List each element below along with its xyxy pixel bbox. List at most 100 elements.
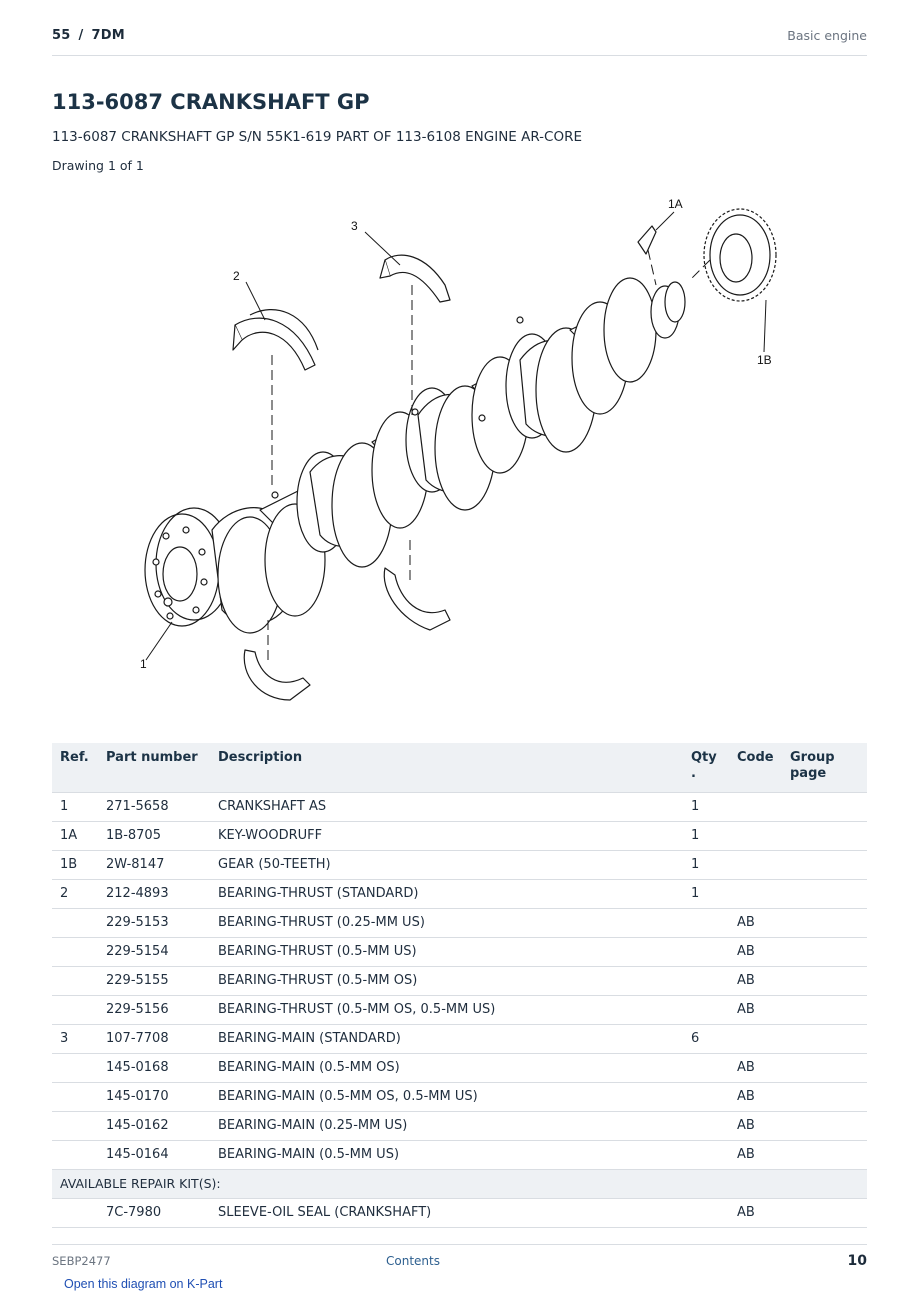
cell-code: AB (729, 966, 782, 996)
cell-qty (683, 1053, 729, 1083)
cell-code: AB (729, 1111, 782, 1141)
cell-description: BEARING-THRUST (STANDARD) (210, 879, 683, 909)
header-part-number: Part number (98, 743, 210, 792)
cell-code: AB (729, 937, 782, 967)
cell-code: AB (729, 908, 782, 938)
cell-group-page (782, 1082, 867, 1112)
cell-group-page (782, 1053, 867, 1083)
callout-1: 1 (140, 657, 147, 671)
callout-2: 2 (233, 269, 240, 283)
cell-description: BEARING-THRUST (0.5-MM US) (210, 937, 683, 967)
cell-ref: 1A (52, 821, 98, 851)
repair-kit-heading: AVAILABLE REPAIR KIT(S): (52, 1169, 867, 1199)
cell-description: KEY-WOODRUFF (210, 821, 683, 851)
crankshaft-flange (144, 507, 233, 627)
cell-part-number: 145-0170 (98, 1082, 210, 1112)
cell-part-number: 145-0168 (98, 1053, 210, 1083)
cell-qty: 1 (683, 791, 729, 822)
cell-code (729, 850, 782, 880)
cell-part-number: 229-5153 (98, 908, 210, 938)
cell-description: BEARING-MAIN (0.5-MM US) (210, 1140, 683, 1170)
cell-ref (52, 1198, 98, 1228)
cell-code: AB (729, 995, 782, 1025)
cell-description: BEARING-MAIN (0.5-MM OS, 0.5-MM US) (210, 1082, 683, 1112)
woodruff-key (637, 225, 657, 255)
cell-qty (683, 1198, 729, 1228)
cell-group-page (782, 995, 867, 1025)
crankshaft-drawing: 1 1A 1B 2 3 (140, 197, 777, 701)
cell-ref: 2 (52, 879, 98, 909)
header-description: Description (210, 743, 683, 792)
cell-group-page (782, 821, 867, 851)
cell-part-number: 271-5658 (98, 791, 210, 822)
breadcrumb-separator: / (78, 28, 84, 43)
cell-ref (52, 966, 98, 996)
header-group-page: Group page (782, 743, 867, 792)
crankshaft-body (211, 277, 686, 634)
cell-description: BEARING-THRUST (0.5-MM OS, 0.5-MM US) (210, 995, 683, 1025)
cell-part-number: 145-0164 (98, 1140, 210, 1170)
cell-part-number: 229-5156 (98, 995, 210, 1025)
page-number: 10 (847, 1253, 867, 1269)
cell-ref (52, 1140, 98, 1170)
cell-group-page (782, 937, 867, 967)
gear-50-teeth (703, 208, 777, 302)
cell-ref: 3 (52, 1024, 98, 1054)
cell-part-number: 107-7708 (98, 1024, 210, 1054)
cell-part-number: 229-5154 (98, 937, 210, 967)
cell-ref: 1B (52, 850, 98, 880)
cell-description: GEAR (50-TEETH) (210, 850, 683, 880)
cell-description: BEARING-THRUST (0.5-MM OS) (210, 966, 683, 996)
page-footer: SEBP2477 Contents 10 (52, 1244, 867, 1274)
cell-qty (683, 995, 729, 1025)
cell-description: BEARING-MAIN (STANDARD) (210, 1024, 683, 1054)
cell-part-number: 212-4893 (98, 879, 210, 909)
cell-group-page (782, 966, 867, 996)
drawing-count: Drawing 1 of 1 (52, 158, 144, 173)
thrust-bearing (232, 309, 319, 371)
main-bearing-shells (243, 254, 451, 701)
header-ref: Ref. (52, 743, 98, 792)
callout-1b: 1B (757, 353, 772, 367)
cell-code (729, 879, 782, 909)
cell-description: BEARING-THRUST (0.25-MM US) (210, 908, 683, 938)
cell-code: AB (729, 1082, 782, 1112)
cell-part-number: 7C-7980 (98, 1198, 210, 1228)
cell-group-page (782, 1024, 867, 1054)
page-header: 55/7DM Basic engine (52, 28, 867, 56)
cell-group-page (782, 1198, 867, 1228)
cell-qty (683, 1111, 729, 1141)
cell-group-page (782, 1111, 867, 1141)
breadcrumb-page-ref: 55 (52, 28, 71, 43)
document-id: SEBP2477 (52, 1254, 111, 1268)
cell-ref (52, 1082, 98, 1112)
cell-qty: 6 (683, 1024, 729, 1054)
contents-link[interactable]: Contents (386, 1254, 440, 1268)
cell-part-number: 2W-8147 (98, 850, 210, 880)
cell-description: BEARING-MAIN (0.5-MM OS) (210, 1053, 683, 1083)
cell-qty: 1 (683, 821, 729, 851)
repair-kit-heading-row: AVAILABLE REPAIR KIT(S): (52, 1169, 867, 1199)
cell-code: AB (729, 1053, 782, 1083)
header-code: Code (729, 743, 782, 792)
open-in-kpart-link[interactable]: Open this diagram on K-Part (64, 1277, 223, 1291)
section-label: Basic engine (787, 28, 867, 43)
cell-group-page (782, 791, 867, 822)
header-qty: Qty . (683, 743, 729, 792)
page-subtitle: 113-6087 CRANKSHAFT GP S/N 55K1-619 PART… (52, 129, 583, 145)
page-title: 113-6087 CRANKSHAFT GP (52, 90, 370, 114)
cell-part-number: 145-0162 (98, 1111, 210, 1141)
cell-group-page (782, 1140, 867, 1170)
